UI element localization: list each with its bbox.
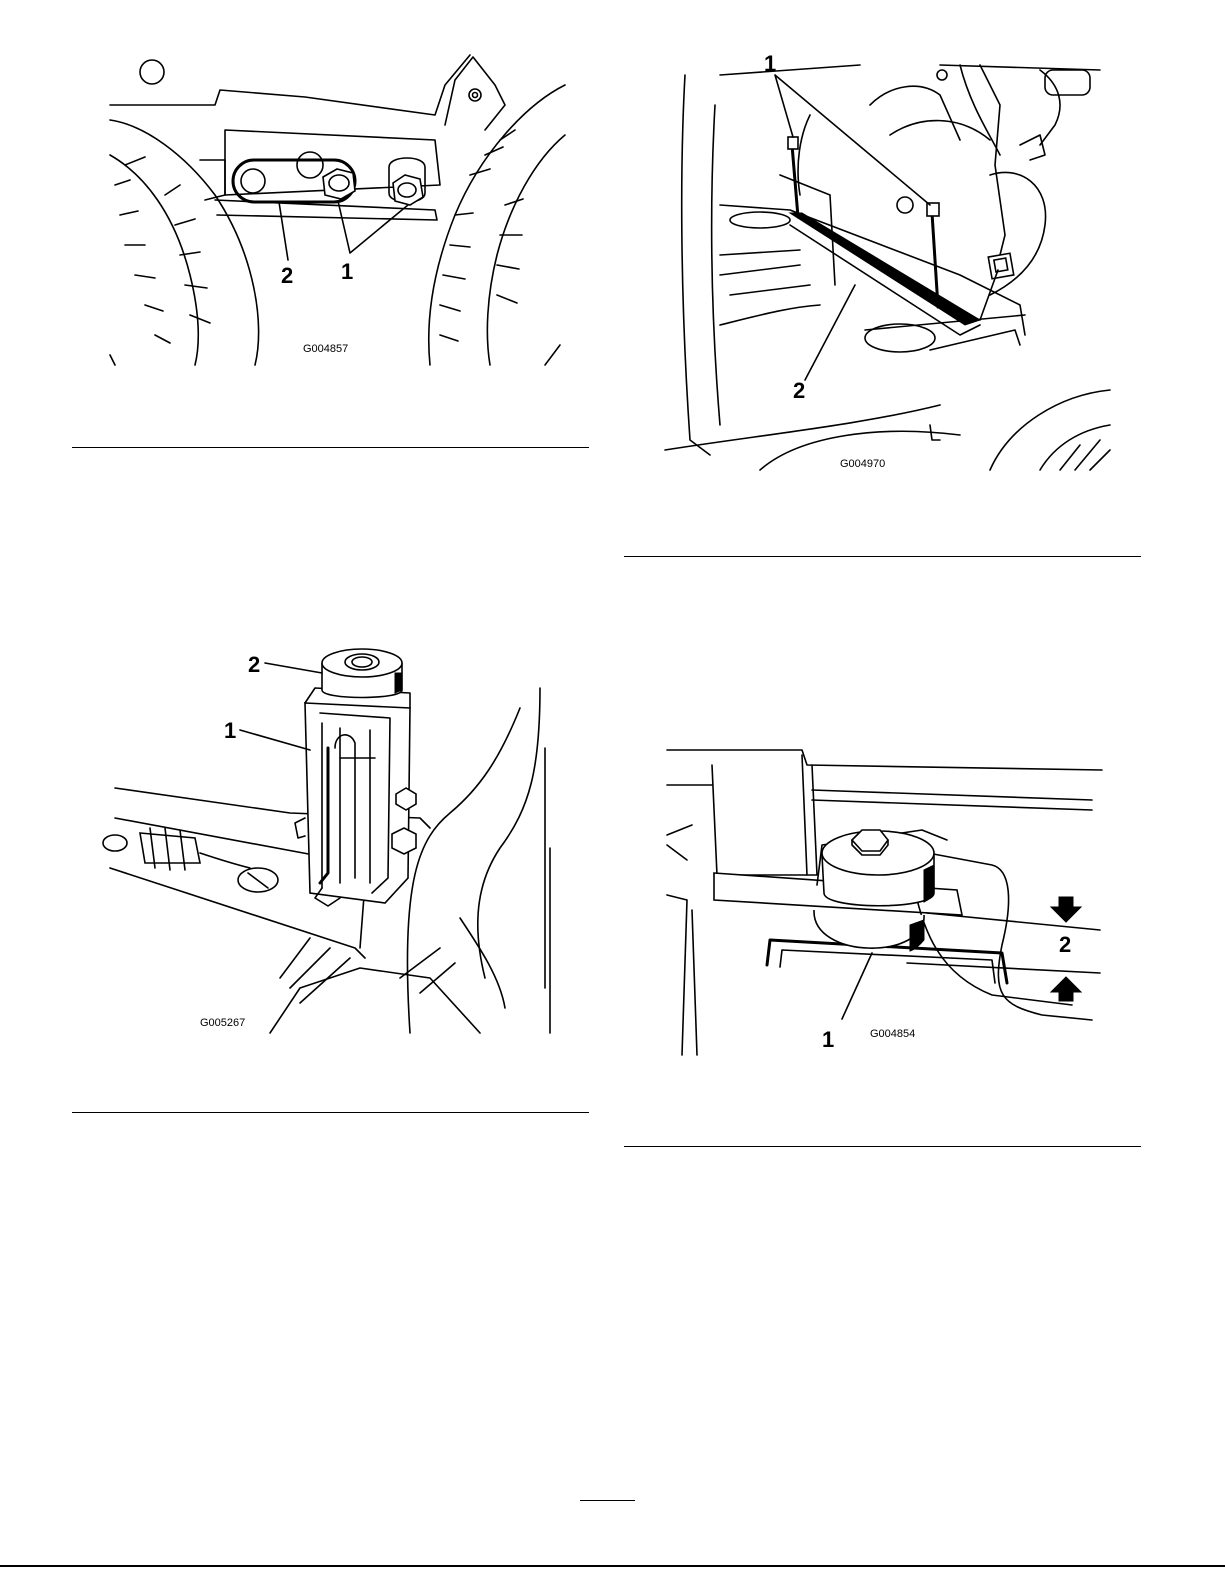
figure-code: G004854 <box>870 1028 915 1040</box>
figure-g004854-drawing: 2 1 G004854 <box>662 745 1102 1055</box>
figure-g005267-drawing: 2 1 G005267 <box>100 648 560 1033</box>
callout-2: 2 <box>1059 932 1071 957</box>
page-bottom-rule <box>0 1565 1225 1567</box>
figure-g004970-drawing: 1 2 G004970 <box>660 45 1110 470</box>
divider-rule <box>624 1146 1141 1147</box>
figure-g004857: 2 1 G004857 <box>105 45 565 365</box>
figure-g004857-drawing: 2 1 G004857 <box>105 45 565 365</box>
figure-g005267: 2 1 G005267 <box>100 648 560 1033</box>
callout-1: 1 <box>341 259 353 284</box>
divider-rule <box>72 447 589 448</box>
figure-code: G005267 <box>200 1017 245 1029</box>
page-number-rule <box>580 1500 635 1501</box>
figure-code: G004970 <box>840 458 885 470</box>
figure-g004854: 2 1 G004854 <box>662 745 1102 1055</box>
callout-2: 2 <box>281 263 293 288</box>
callout-1: 1 <box>822 1027 834 1052</box>
figure-g004970: 1 2 G004970 <box>660 45 1110 470</box>
callout-1: 1 <box>224 718 236 743</box>
figure-code: G004857 <box>303 343 348 355</box>
callout-2: 2 <box>248 652 260 677</box>
divider-rule <box>72 1112 589 1113</box>
callout-2: 2 <box>793 378 805 403</box>
divider-rule <box>624 556 1141 557</box>
callout-1: 1 <box>764 51 776 76</box>
